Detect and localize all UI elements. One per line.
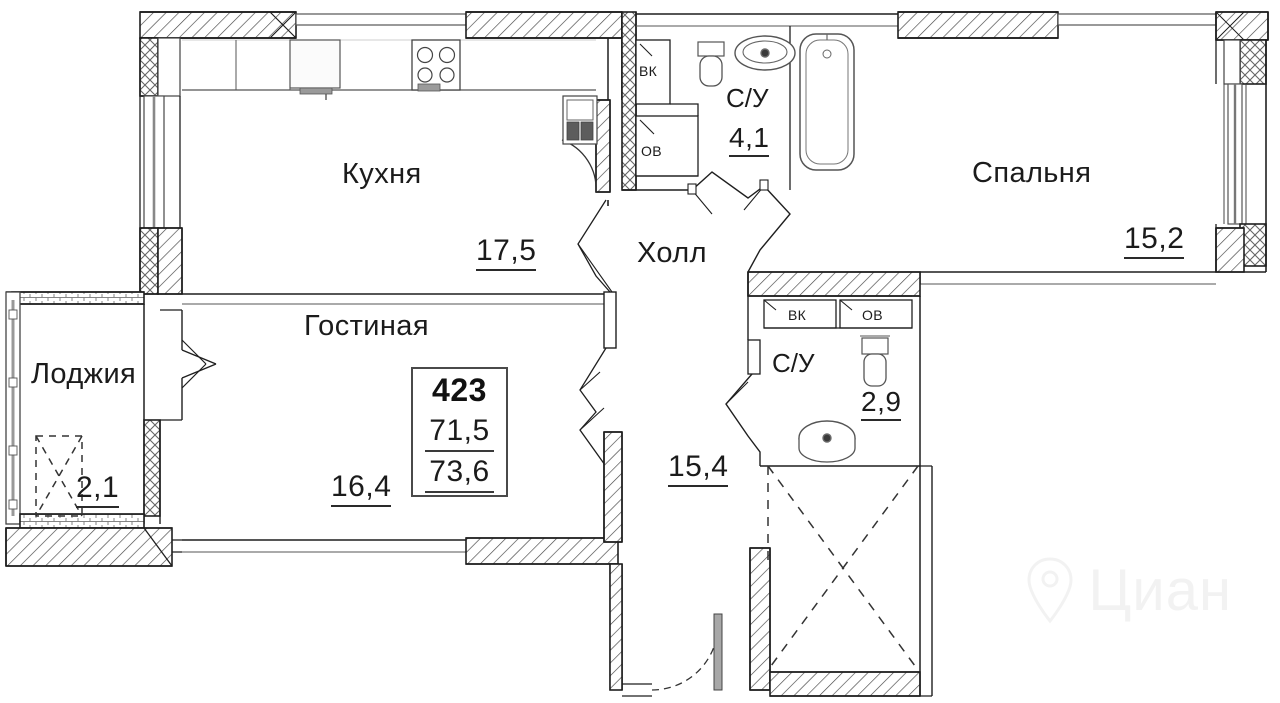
wall-shaft xyxy=(621,11,637,191)
window xyxy=(1057,13,1217,26)
room-area-kitchen: 17,5 xyxy=(476,236,537,271)
door-swing xyxy=(651,625,719,691)
room-area-bedroom: 15,2 xyxy=(1124,224,1185,259)
stove-fixture xyxy=(411,39,461,91)
room-label-living: Гостиная xyxy=(304,310,429,342)
shaft-label-ov-bottom: ОВ xyxy=(862,307,883,323)
wall-bearing xyxy=(769,671,921,697)
apartment-number: 423 xyxy=(432,371,487,408)
wall-insulation xyxy=(139,227,159,295)
wall-bearing xyxy=(749,547,771,691)
wall-bearing xyxy=(609,563,623,691)
apartment-area-total: 71,5 xyxy=(425,414,494,452)
door-folding xyxy=(577,199,611,293)
fixture-group xyxy=(182,33,890,463)
room-label-kitchen: Кухня xyxy=(342,158,422,190)
shaft-label-vk-top: ВК xyxy=(639,63,658,79)
shaft-box xyxy=(839,299,913,329)
wall-loggia xyxy=(11,291,145,305)
room-label-hall: Холл xyxy=(637,237,707,269)
wall-bearing xyxy=(139,11,297,39)
shaft-box xyxy=(763,299,837,329)
room-area-hall: 15,4 xyxy=(668,452,729,487)
wall-bearing xyxy=(1215,227,1245,273)
toilet-fixture xyxy=(861,337,889,355)
wall-bearing xyxy=(603,431,623,543)
excluded-area-marker xyxy=(767,465,919,671)
wall-bearing xyxy=(465,11,623,39)
room-label-bedroom: Спальня xyxy=(972,157,1092,189)
apartment-area-with-loggia: 73,6 xyxy=(425,455,494,493)
room-label-loggia: Лоджия xyxy=(31,358,137,390)
shaft-label-ov-top: ОВ xyxy=(641,143,662,159)
apartment-info-box: 423 71,5 73,6 xyxy=(411,367,508,497)
room-area-loggia: 2,1 xyxy=(76,473,120,508)
window xyxy=(295,13,467,26)
door-leaf xyxy=(713,613,723,691)
wall-insulation xyxy=(143,419,161,517)
sink-fixture xyxy=(289,39,341,89)
door-folding xyxy=(725,373,761,466)
room-area-bathroom-second: 2,9 xyxy=(861,388,902,421)
toilet-fixture xyxy=(697,41,725,57)
room-label-bathroom-second: С/У xyxy=(772,348,815,378)
emergency-hatch xyxy=(35,435,83,517)
wall-bearing xyxy=(595,99,611,193)
wall-bearing xyxy=(157,227,183,295)
door-swing xyxy=(561,139,597,193)
shaft-label-vk-bottom: ВК xyxy=(788,307,807,323)
room-area-bathroom-main: 4,1 xyxy=(729,124,770,157)
wall-insulation xyxy=(139,37,159,97)
room-area-living: 16,4 xyxy=(331,472,392,507)
room-label-bathroom-main: С/У xyxy=(726,83,769,113)
wall-group-outer xyxy=(5,11,1269,697)
shaft-box xyxy=(635,39,671,105)
wall-bearing xyxy=(1215,11,1269,41)
wall-bearing xyxy=(747,271,921,297)
wall-bearing xyxy=(897,11,1059,39)
wall-bearing xyxy=(465,537,619,565)
door-folding xyxy=(579,347,611,473)
wall-bearing xyxy=(5,527,173,567)
wall-insulation xyxy=(1239,39,1267,85)
